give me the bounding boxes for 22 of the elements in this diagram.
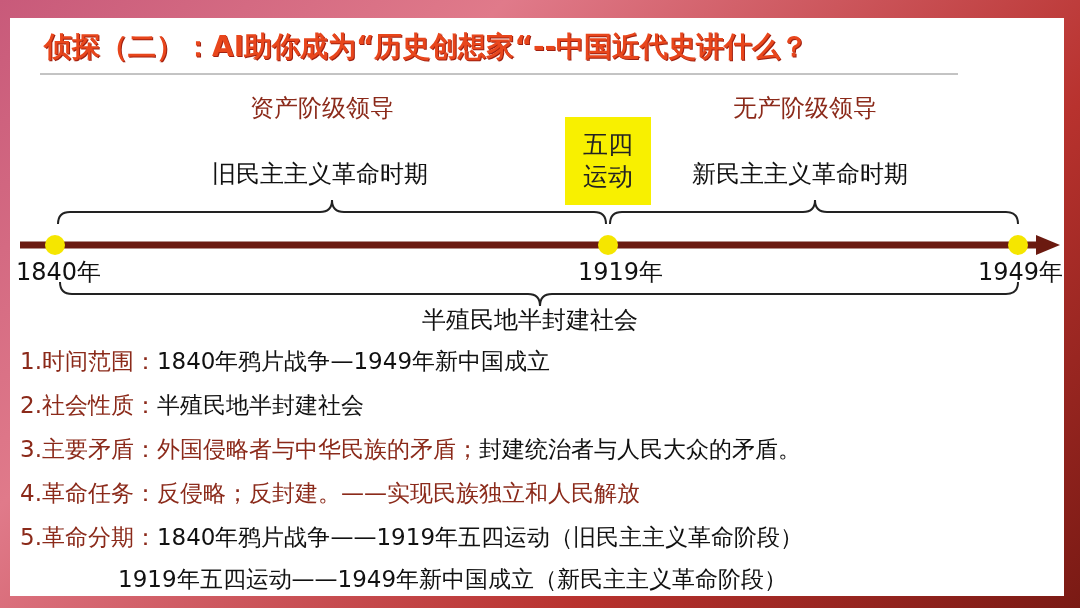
item-text: 封建统治者与人民大众的矛盾。	[478, 435, 801, 464]
slide-title: 侦探（二）：AI助你成为“历史创想家“--中国近代史讲什么？	[44, 29, 809, 65]
society-label: 半殖民地半封建社会	[422, 305, 638, 336]
item-text: 1840年鸦片战争——1919年五四运动（旧民主主义革命阶段）	[156, 523, 804, 552]
item-heading: 2.社会性质：	[20, 391, 157, 420]
event-box: 五四运动	[565, 117, 651, 205]
year-label: 1840年	[16, 257, 102, 288]
period-label: 旧民主主义革命时期	[212, 159, 428, 190]
period-label: 新民主主义革命时期	[692, 159, 908, 190]
year-label: 1919年	[578, 257, 664, 288]
leadership-label: 资产阶级领导	[250, 93, 394, 124]
item-text: 半殖民地半封建社会	[156, 391, 364, 420]
leadership-label: 无产阶级领导	[733, 93, 877, 124]
item-text: 反侵略；反封建。——实现民族独立和人民解放	[156, 479, 640, 508]
item-heading: 4.革命任务：	[20, 479, 157, 508]
year-label: 1949年	[978, 257, 1064, 288]
item-heading: 1.时间范围：	[20, 347, 157, 376]
item-text: 外国侵略者与中华民族的矛盾；	[156, 435, 479, 464]
item-text: 1919年五四运动——1949年新中国成立（新民主主义革命阶段）	[118, 565, 788, 594]
item-heading: 3.主要矛盾：	[20, 435, 157, 464]
item-text: 1840年鸦片战争—1949年新中国成立	[156, 347, 551, 376]
item-heading: 5.革命分期：	[20, 523, 157, 552]
